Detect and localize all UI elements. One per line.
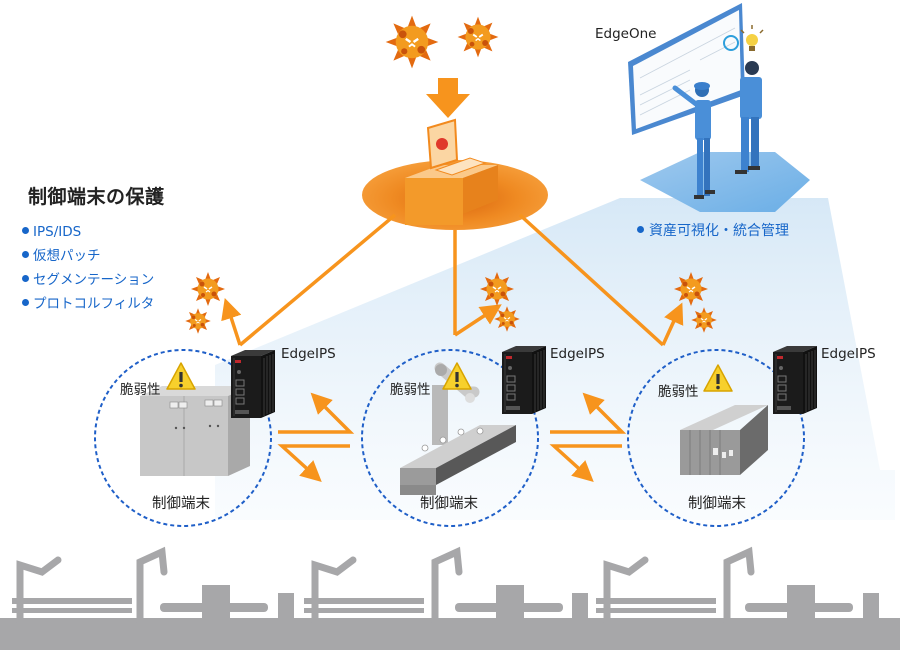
feature-list: IPS/IDS 仮想パッチ セグメンテーション プロトコルフィルタ: [22, 220, 154, 316]
dashboard-monitor: [628, 3, 745, 135]
edgeips-label: EdgeIPS: [821, 346, 876, 362]
bullet-icon: [22, 250, 29, 258]
terminal-label: 制御端末: [688, 496, 746, 512]
feature-item: プロトコルフィルタ: [22, 292, 154, 316]
virus-icon: [493, 305, 521, 333]
worker-figures: [672, 61, 762, 199]
edgeips-appliance-icon: [501, 345, 547, 415]
plc-rack-terminal: [680, 405, 768, 475]
section-title: 制御端末の保護: [28, 186, 165, 208]
virus-icon: [384, 14, 440, 70]
bullet-icon: [22, 226, 29, 234]
infected-laptop-icon: [405, 118, 498, 225]
bullet-icon: [637, 225, 644, 233]
virus-icon: [456, 15, 500, 59]
lightbulb-icon: [740, 25, 764, 51]
virus-icon: [690, 306, 718, 334]
bullet-icon: [22, 274, 29, 282]
control-panel-terminal: [140, 386, 250, 476]
feature-item: 仮想パッチ: [22, 244, 154, 268]
factory-silhouette: [0, 585, 900, 650]
edgeips-appliance-icon: [230, 349, 276, 419]
warning-triangle-icon: [166, 362, 196, 390]
feature-item: セグメンテーション: [22, 268, 154, 292]
node-boundary: [361, 349, 539, 527]
edgeips-label: EdgeIPS: [550, 346, 605, 362]
node-boundary: [627, 349, 805, 527]
terminal-label: 制御端末: [152, 496, 210, 512]
vulnerability-label: 脆弱性: [658, 384, 699, 400]
bullet-icon: [22, 298, 29, 306]
virus-icon: [190, 271, 226, 307]
virus-icon: [479, 271, 515, 307]
management-platform: [640, 152, 810, 212]
terminal-label: 制御端末: [420, 496, 478, 512]
attack-paths: [221, 213, 684, 347]
edgeips-appliance-icon: [772, 345, 818, 415]
feature-item: IPS/IDS: [22, 220, 154, 244]
lateral-traffic-arrows: [277, 392, 627, 483]
vulnerability-label: 脆弱性: [390, 382, 431, 398]
down-arrow-icon: [426, 78, 470, 118]
node-boundary: [94, 349, 272, 527]
virus-icon: [673, 271, 709, 307]
management-product-label: EdgeOne: [595, 26, 657, 42]
virus-icon: [184, 307, 212, 335]
management-caption: 資産可視化・統合管理: [637, 220, 789, 240]
robot-arm-silhouettes: [16, 546, 755, 626]
robot-conveyor-terminal: [400, 362, 516, 495]
edgeips-label: EdgeIPS: [281, 346, 336, 362]
vulnerability-label: 脆弱性: [120, 382, 161, 398]
